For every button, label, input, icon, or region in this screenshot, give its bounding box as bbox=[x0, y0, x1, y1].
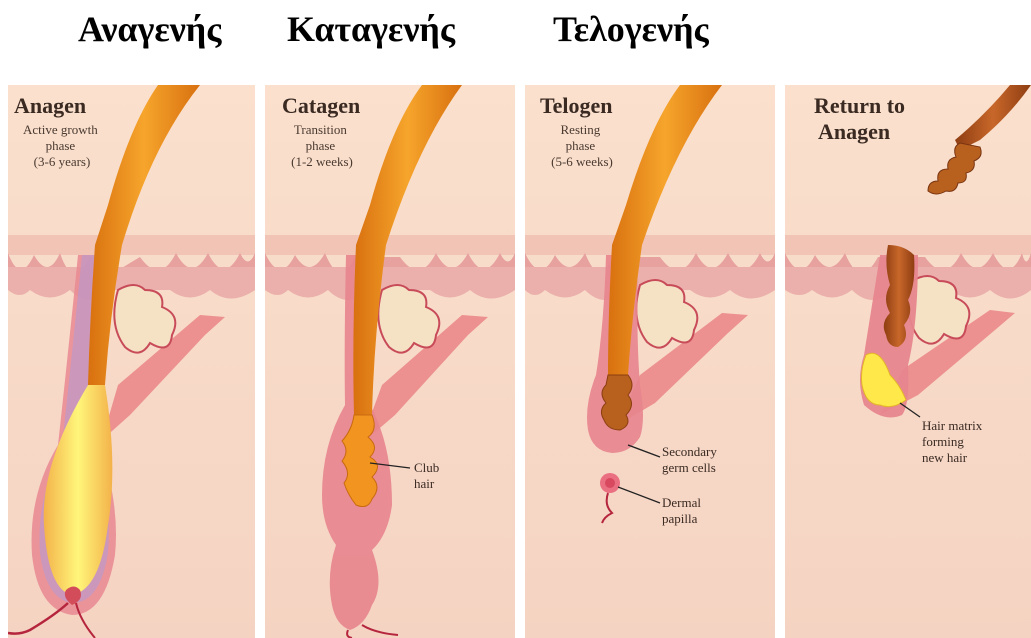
panel-telogen: Telogen Resting phase (5-6 weeks) Second… bbox=[515, 85, 775, 638]
catagen-subtitle-line1: Transition bbox=[294, 122, 347, 137]
catagen-title: Catagen bbox=[282, 93, 360, 118]
catagen-subtitle-line2: phase bbox=[306, 138, 336, 153]
telogen-subtitle-line2: phase bbox=[566, 138, 596, 153]
anagen-title: Anagen bbox=[14, 93, 86, 118]
panel-return-to-anagen: Return to Anagen Hair matrix forming new… bbox=[775, 85, 1031, 638]
anagen-title-line: Anagen bbox=[14, 93, 86, 118]
hair-matrix-line1: Hair matrix bbox=[922, 418, 983, 433]
catagen-title-line: Catagen bbox=[282, 93, 360, 118]
secondary-germ-label: Secondary germ cells bbox=[662, 444, 720, 475]
return-anagen-title-line2: Anagen bbox=[818, 119, 890, 144]
secondary-germ-line1: Secondary bbox=[662, 444, 717, 459]
club-hair-line1: Club bbox=[414, 460, 439, 475]
panel-anagen: Anagen Active growth phase (3-6 years) bbox=[0, 85, 255, 638]
club-hair-line2: hair bbox=[414, 476, 435, 491]
anagen-subtitle-line1: Active growth bbox=[23, 122, 98, 137]
telogen-subtitle-line1: Resting bbox=[561, 122, 601, 137]
heading-anagen-greek: Αναγενής bbox=[78, 8, 221, 50]
telogen-subtitle-line3: (5-6 weeks) bbox=[551, 154, 613, 169]
hair-matrix-line2: forming bbox=[922, 434, 964, 449]
heading-telogen-greek: Τελογενής bbox=[553, 8, 709, 50]
panel-catagen: Catagen Transition phase (1-2 weeks) Clu… bbox=[255, 85, 515, 638]
hair-cycle-diagram: Anagen Active growth phase (3-6 years) C… bbox=[0, 85, 1031, 638]
dermal-papilla-line1: Dermal bbox=[662, 495, 701, 510]
secondary-germ-line2: germ cells bbox=[662, 460, 716, 475]
hair-matrix-line3: new hair bbox=[922, 450, 968, 465]
anagen-subtitle-line2: phase bbox=[46, 138, 76, 153]
telogen-title: Telogen bbox=[540, 93, 613, 118]
catagen-subtitle-line3: (1-2 weeks) bbox=[291, 154, 353, 169]
telogen-title-line: Telogen bbox=[540, 93, 613, 118]
anagen-subtitle-line3: (3-6 years) bbox=[34, 154, 91, 169]
return-anagen-title-line1: Return to bbox=[814, 93, 905, 118]
heading-catagen-greek: Καταγενής bbox=[287, 8, 455, 50]
dermal-papilla-line2: papilla bbox=[662, 511, 698, 526]
